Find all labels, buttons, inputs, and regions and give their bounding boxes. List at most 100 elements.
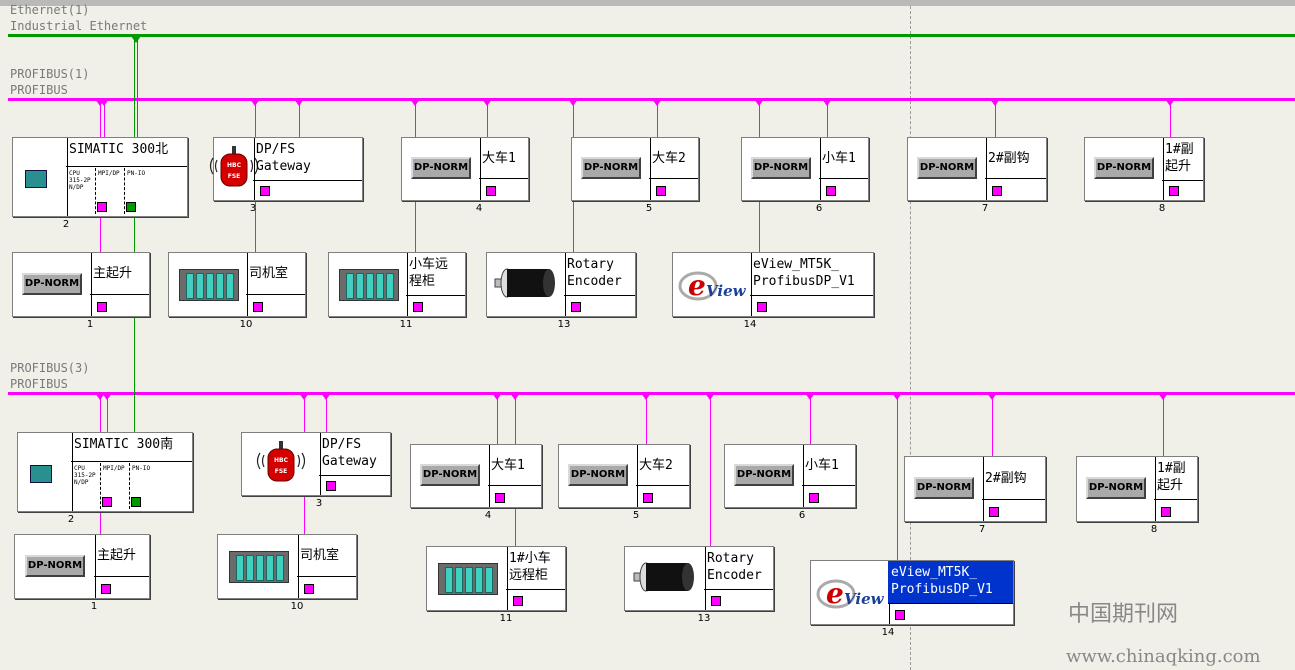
ethernet-connection[interactable] xyxy=(134,36,135,432)
station-title[interactable]: 大车2 xyxy=(639,457,673,473)
ethernet-port-slot[interactable] xyxy=(126,202,136,212)
profibus1-bus-line[interactable] xyxy=(8,98,1295,101)
station-title[interactable]: 1#副 起升 xyxy=(1157,461,1186,493)
profibus1-connection[interactable] xyxy=(299,99,300,137)
profibus1-connection[interactable] xyxy=(100,99,101,137)
profibus-port-slot[interactable] xyxy=(1169,186,1179,196)
station-title[interactable]: 2#副钩 xyxy=(988,150,1030,166)
station-title[interactable]: DP/FS Gateway xyxy=(256,142,311,174)
profibus-port-slot[interactable] xyxy=(102,497,112,507)
profibus-port-slot[interactable] xyxy=(253,302,263,312)
profibus-port-slot[interactable] xyxy=(304,584,314,594)
profibus3-connection[interactable] xyxy=(897,393,898,560)
ethernet-port-slot[interactable] xyxy=(131,497,141,507)
profibus-port-slot[interactable] xyxy=(413,302,423,312)
profibus-port-slot[interactable] xyxy=(757,302,767,312)
profibus1-connection[interactable] xyxy=(100,217,101,252)
station-title[interactable]: Rotary Encoder xyxy=(707,551,762,583)
station-title[interactable]: 大车1 xyxy=(491,457,525,473)
profibus3-connection[interactable] xyxy=(497,393,498,444)
profibus3-connection[interactable] xyxy=(646,393,647,444)
profibus3-connection[interactable] xyxy=(304,496,305,534)
station-title[interactable]: eView_MT5K_ ProfibusDP_V1 xyxy=(753,257,855,289)
station-title[interactable]: 主起升 xyxy=(97,548,137,563)
profibus1-connection[interactable] xyxy=(759,99,760,137)
profibus-port-slot[interactable] xyxy=(643,493,653,503)
profibus3-bus-line[interactable] xyxy=(8,392,1295,395)
profibus3-connection[interactable] xyxy=(992,393,993,456)
station-title[interactable]: Rotary Encoder xyxy=(567,257,622,289)
bus1-station-10[interactable]: 司机室 xyxy=(168,252,306,317)
profibus1-connection[interactable] xyxy=(827,99,828,137)
profibus-port-slot[interactable] xyxy=(711,596,721,606)
profibus3-connection[interactable] xyxy=(100,393,101,432)
profibus-port-slot[interactable] xyxy=(101,584,111,594)
station-title[interactable]: 1#小车 远程柜 xyxy=(509,551,551,583)
station-title[interactable]: 主起升 xyxy=(93,266,133,281)
ethernet-connection[interactable] xyxy=(137,36,138,137)
bus3-station-13[interactable]: Rotary Encoder xyxy=(624,546,774,611)
profibus1-connection[interactable] xyxy=(573,99,574,137)
station-title[interactable]: SIMATIC 300北 xyxy=(69,142,169,157)
profibus1-connection[interactable] xyxy=(1170,99,1171,137)
station-title[interactable]: 2#副钩 xyxy=(985,470,1027,486)
profibus-port-slot[interactable] xyxy=(513,596,523,606)
station-title[interactable]: 小车1 xyxy=(805,457,839,473)
station-title[interactable]: eView_MT5K_ ProfibusDP_V1 xyxy=(888,561,1013,603)
station-title[interactable]: DP/FS Gateway xyxy=(322,437,377,469)
profibus-port-slot[interactable] xyxy=(826,186,836,196)
bus1-station-13[interactable]: Rotary Encoder xyxy=(486,252,636,317)
profibus-port-slot[interactable] xyxy=(895,610,905,620)
profibus1-connection[interactable] xyxy=(104,99,105,137)
bus3-station-11[interactable]: 1#小车 远程柜 xyxy=(426,546,566,611)
profibus1-connection[interactable] xyxy=(995,99,996,137)
profibus-port-slot[interactable] xyxy=(97,302,107,312)
profibus3-connection[interactable] xyxy=(515,508,516,546)
station-title[interactable]: 小车1 xyxy=(822,150,856,166)
station-title[interactable]: 司机室 xyxy=(249,266,289,281)
profibus3-connection[interactable] xyxy=(107,393,108,432)
profibus1-connection[interactable] xyxy=(759,201,760,252)
profibus1-connection[interactable] xyxy=(487,99,488,137)
profibus3-connection[interactable] xyxy=(810,393,811,444)
profibus-port-slot[interactable] xyxy=(992,186,1002,196)
profibus-port-slot[interactable] xyxy=(260,186,270,196)
profibus1-connection[interactable] xyxy=(657,99,658,137)
profibus3-connection[interactable] xyxy=(326,393,327,432)
bus3-station-10[interactable]: 司机室 xyxy=(217,534,357,599)
station-title[interactable]: 大车1 xyxy=(482,150,516,166)
profibus3-connection[interactable] xyxy=(515,393,516,444)
profibus1-connection[interactable] xyxy=(255,99,256,137)
profibus3-connection[interactable] xyxy=(1163,393,1164,456)
profibus-port-slot[interactable] xyxy=(495,493,505,503)
profibus-port-slot[interactable] xyxy=(989,507,999,517)
profibus-port-slot[interactable] xyxy=(656,186,666,196)
ethernet-bus-line[interactable] xyxy=(8,34,1295,37)
profibus1-connection[interactable] xyxy=(573,201,574,252)
profibus-port-slot[interactable] xyxy=(97,202,107,212)
profibus1-connection[interactable] xyxy=(415,201,416,252)
profibus3-connection[interactable] xyxy=(304,393,305,432)
profibus-port-slot[interactable] xyxy=(809,493,819,503)
station-title[interactable]: 司机室 xyxy=(300,548,340,563)
station-title[interactable]: 大车2 xyxy=(652,150,686,166)
profibus3-connection[interactable] xyxy=(100,512,101,534)
